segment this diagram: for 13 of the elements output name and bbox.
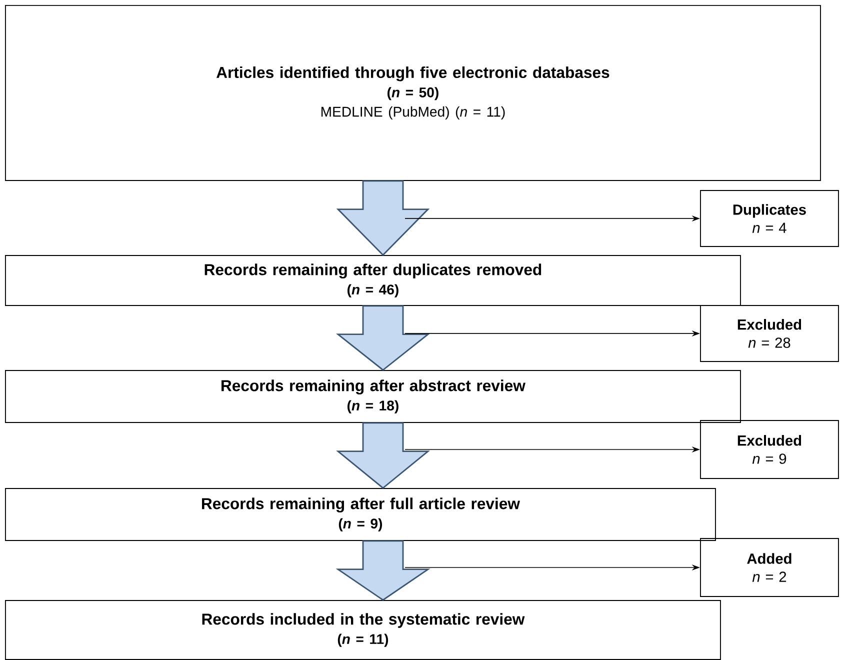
process-box: Records remaining after abstract review (n = 18): [5, 370, 741, 423]
side-box: Excluded n = 28: [700, 305, 839, 362]
block-arrow: [336, 305, 430, 371]
process-box: Records remaining after full article review (n = 9): [5, 488, 716, 541]
block-arrow: [336, 180, 430, 256]
block-arrow: [336, 422, 430, 489]
side-box: Added n = 2: [700, 538, 839, 597]
process-box: Records included in the systematic review (n = 11): [5, 600, 721, 660]
side-box: Excluded n = 9: [700, 420, 839, 479]
process-box: Records remaining after duplicates removed (n = 46): [5, 255, 741, 306]
block-arrow: [336, 540, 430, 601]
side-box: Duplicates n = 4: [700, 190, 839, 247]
process-box: Articles identified through five electronic databases (n = 50) MEDLINE (PubMed) (n = 11): [5, 5, 821, 181]
